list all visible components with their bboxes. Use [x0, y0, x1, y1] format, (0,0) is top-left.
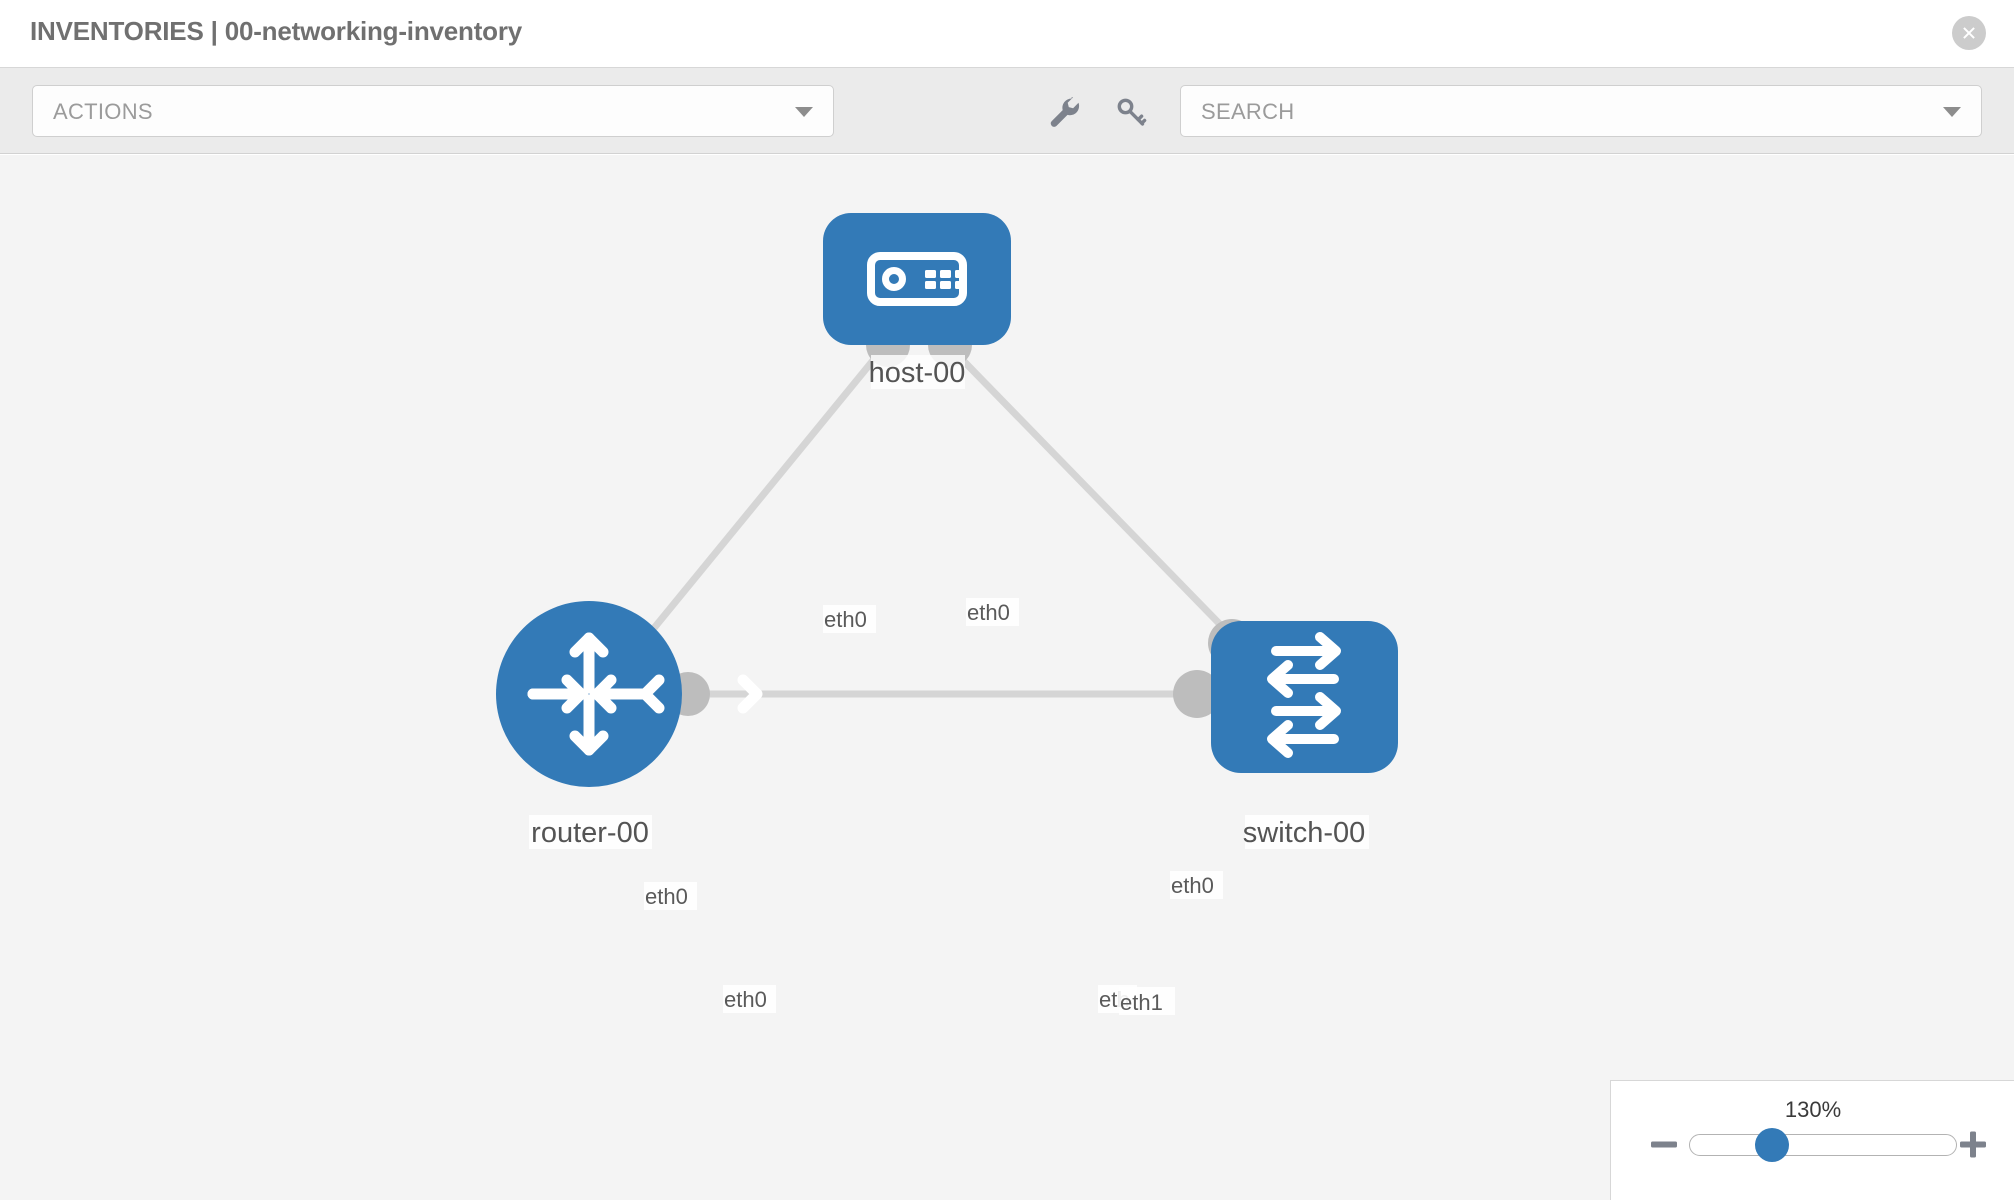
page-header: INVENTORIES | 00-networking-inventory: [0, 0, 2014, 68]
minus-icon: [1647, 1127, 1681, 1161]
edge-label-switch00-left: eth1: [1120, 990, 1163, 1015]
wrench-icon[interactable]: [1046, 94, 1082, 130]
close-icon: [1959, 23, 1979, 43]
zoom-slider-track[interactable]: [1689, 1134, 1957, 1156]
port-switch00-left[interactable]: [1173, 670, 1221, 718]
node-host-00[interactable]: host-00: [823, 213, 1011, 389]
topology-canvas[interactable]: host-00 router-00 switch-00 eth0: [0, 155, 2014, 1200]
edge-label-switch00-uplink: eth0: [1171, 873, 1214, 898]
search-placeholder: SEARCH: [1201, 99, 1295, 124]
plus-icon: [1956, 1127, 1990, 1161]
edge-label-router00-right: eth0: [724, 987, 767, 1012]
node-label-router-00: router-00: [531, 817, 649, 849]
link-host00-switch00[interactable]: [947, 344, 1248, 653]
edge-label-host00-left: eth0: [824, 607, 867, 632]
zoom-in-button[interactable]: [1956, 1127, 1990, 1161]
actions-dropdown-label: ACTIONS: [53, 99, 153, 124]
node-label-host-00: host-00: [869, 357, 966, 389]
page-title: INVENTORIES | 00-networking-inventory: [30, 16, 523, 46]
topology-edge-labels: eth0 eth0 eth0 eth0 eth0 eth eth1: [644, 598, 1223, 1015]
zoom-slider-thumb[interactable]: [1755, 1128, 1789, 1162]
topology-links: [629, 344, 1248, 698]
close-button[interactable]: [1952, 16, 1986, 50]
chevron-down-icon: [1943, 107, 1961, 117]
topology-graph[interactable]: host-00 router-00 switch-00 eth0: [0, 155, 2014, 1200]
zoom-control-panel: 130%: [1610, 1080, 2014, 1200]
edge-label-host00-right: eth0: [967, 600, 1010, 625]
key-icon[interactable]: [1112, 94, 1148, 130]
zoom-level-value: 130%: [1784, 1097, 1842, 1122]
toolbar: ACTIONS SEARCH: [0, 68, 2014, 154]
actions-dropdown[interactable]: ACTIONS: [32, 85, 834, 137]
node-switch-00[interactable]: switch-00: [1211, 621, 1398, 849]
zoom-out-button[interactable]: [1647, 1127, 1681, 1161]
chevron-down-icon: [795, 107, 813, 117]
node-label-switch-00: switch-00: [1243, 817, 1366, 849]
link-host00-router00[interactable]: [629, 344, 887, 658]
node-router-00[interactable]: router-00: [496, 601, 757, 849]
edge-label-router00-uplink: eth0: [645, 884, 688, 909]
search-input[interactable]: SEARCH: [1180, 85, 1982, 137]
